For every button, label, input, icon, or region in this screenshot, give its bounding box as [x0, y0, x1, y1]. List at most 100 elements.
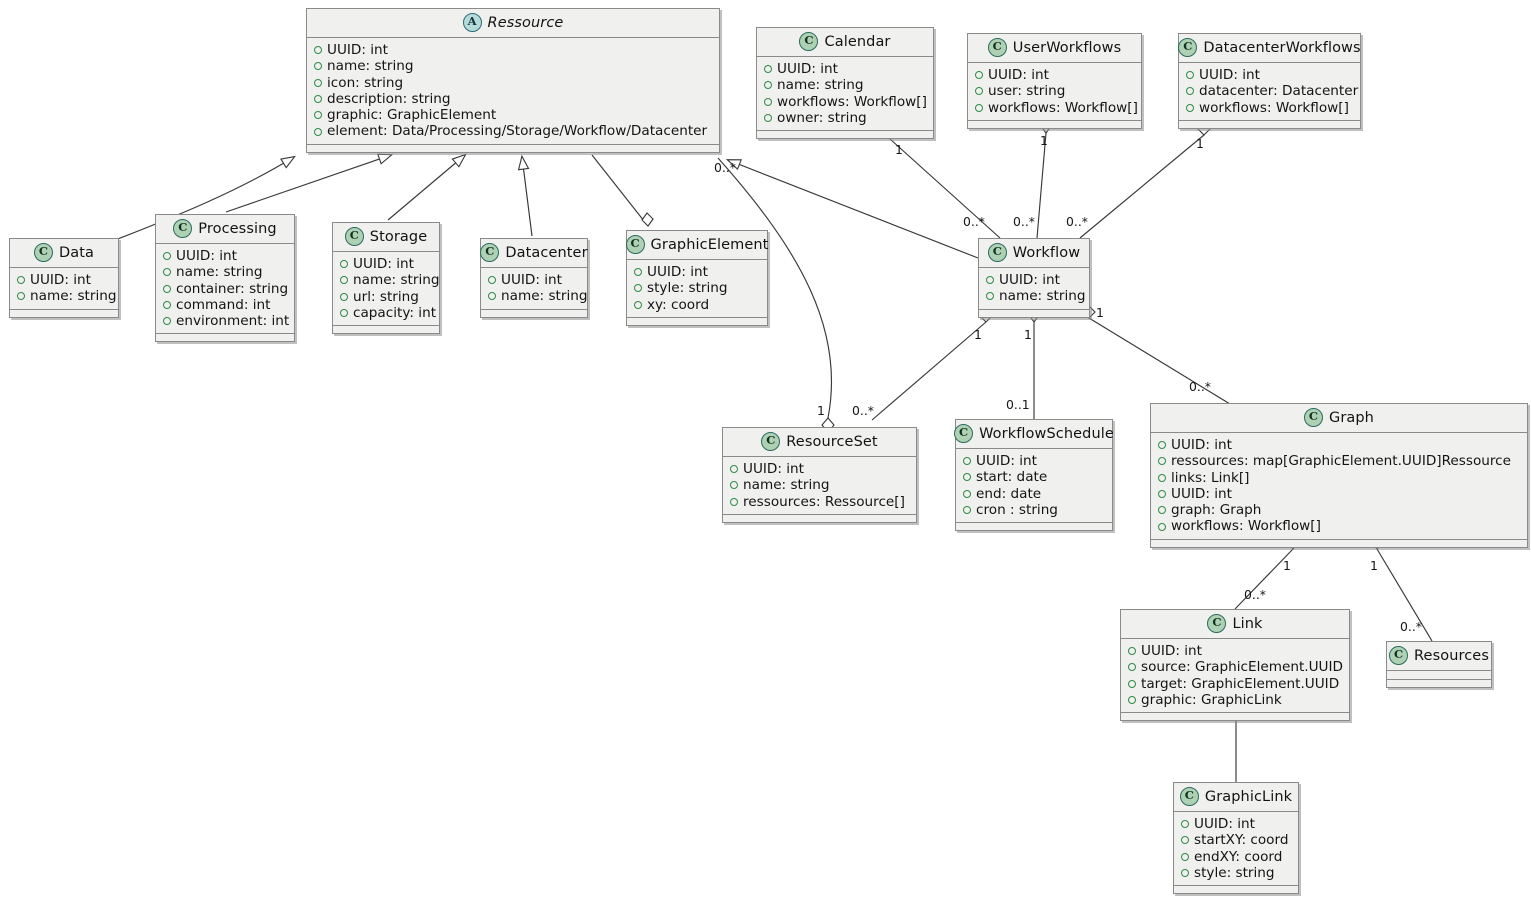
visibility-public-icon — [314, 95, 322, 104]
attribute-label: url: string — [353, 288, 419, 305]
class-name-graphiclink: GraphicLink — [1204, 788, 1293, 805]
edge-datacenterworkflows-workflow — [1079, 134, 1205, 239]
class-name-calendar: Calendar — [824, 33, 891, 50]
visibility-public-icon — [975, 87, 983, 96]
attribute-label: startXY: coord — [1194, 832, 1289, 849]
class-icon: C — [1304, 408, 1323, 427]
attribute-row: style: string — [634, 280, 760, 296]
visibility-public-icon — [340, 292, 348, 301]
attribute-label: UUID: int — [1171, 485, 1232, 502]
edge-workflow-resourceset — [871, 321, 987, 421]
visibility-public-icon — [163, 284, 171, 293]
multiplicity-label: 1 — [895, 142, 903, 157]
attribute-row: start: date — [963, 469, 1105, 485]
attribute-row: workflows: Workflow[] — [975, 100, 1138, 116]
attribute-label: UUID: int — [176, 248, 237, 264]
attribute-row: UUID: int — [1181, 816, 1291, 832]
edge-ressource-graphicelement — [591, 154, 649, 227]
attribute-label: name: string — [30, 288, 117, 305]
class-methods-storage — [333, 326, 439, 333]
attribute-row: UUID: int — [340, 256, 432, 272]
attribute-label: workflows: Workflow[] — [777, 93, 927, 110]
visibility-public-icon — [730, 481, 738, 490]
visibility-public-icon — [764, 65, 772, 74]
visibility-public-icon — [1181, 836, 1189, 845]
attribute-row: UUID: int — [488, 272, 580, 288]
visibility-public-icon — [340, 276, 348, 285]
class-methods-datacenter — [481, 310, 587, 317]
visibility-public-icon — [963, 506, 971, 515]
class-header-data: C Data — [10, 239, 118, 268]
class-header-graph: C Graph — [1151, 404, 1527, 433]
visibility-public-icon — [764, 114, 772, 123]
visibility-public-icon — [314, 62, 322, 71]
attribute-row: UUID: int — [1158, 437, 1520, 453]
attribute-label: style: string — [647, 280, 728, 297]
attribute-row: UUID: int — [163, 248, 287, 264]
visibility-public-icon — [1181, 820, 1189, 829]
attribute-label: UUID: int — [30, 272, 91, 288]
abstract-class-icon: A — [462, 13, 482, 32]
visibility-public-icon — [963, 457, 971, 466]
class-name-resources: Resources — [1414, 647, 1489, 664]
visibility-public-icon — [17, 292, 25, 301]
class-methods-ressource — [307, 145, 719, 152]
class-methods-graphiclink — [1174, 886, 1298, 893]
attribute-row: user: string — [975, 83, 1134, 99]
multiplicity-label: 1 — [1283, 558, 1291, 573]
diamond-ressource-graphicelement — [641, 212, 654, 227]
class-name-data: Data — [58, 244, 95, 261]
attribute-row: workflows: Workflow[] — [1186, 100, 1353, 116]
attribute-label: UUID: int — [743, 461, 804, 477]
class-methods-workflowschedule — [956, 523, 1112, 530]
attribute-label: name: string — [777, 77, 864, 94]
visibility-public-icon — [975, 103, 983, 112]
visibility-public-icon — [1128, 647, 1136, 656]
class-methods-processing — [156, 334, 294, 341]
attribute-label: user: string — [988, 83, 1066, 100]
attribute-label: element: Data/Processing/Storage/Workflo… — [327, 123, 708, 140]
class-methods-resources — [1387, 680, 1491, 687]
class-methods-workflow — [979, 310, 1089, 317]
visibility-public-icon — [163, 301, 171, 310]
attribute-label: graph: Graph — [1171, 502, 1262, 519]
attribute-row: source: GraphicElement.UUID — [1128, 659, 1343, 675]
class-icon: C — [33, 243, 53, 262]
class-name-datacenter: Datacenter — [505, 244, 588, 261]
visibility-public-icon — [975, 71, 983, 80]
class-name-graph: Graph — [1329, 409, 1374, 426]
class-methods-data — [10, 310, 118, 317]
multiplicity-label: 0..* — [1066, 214, 1088, 229]
attribute-label: ressources: Ressource[] — [743, 493, 905, 510]
multiplicity-label: 1 — [1096, 305, 1104, 320]
attribute-label: links: Link[] — [1171, 469, 1250, 486]
attribute-label: UUID: int — [777, 61, 838, 77]
attribute-row: UUID: int — [1158, 486, 1520, 502]
multiplicity-label: 0..* — [1013, 214, 1035, 229]
class-methods-graph — [1151, 540, 1527, 547]
attribute-label: UUID: int — [1199, 67, 1260, 83]
